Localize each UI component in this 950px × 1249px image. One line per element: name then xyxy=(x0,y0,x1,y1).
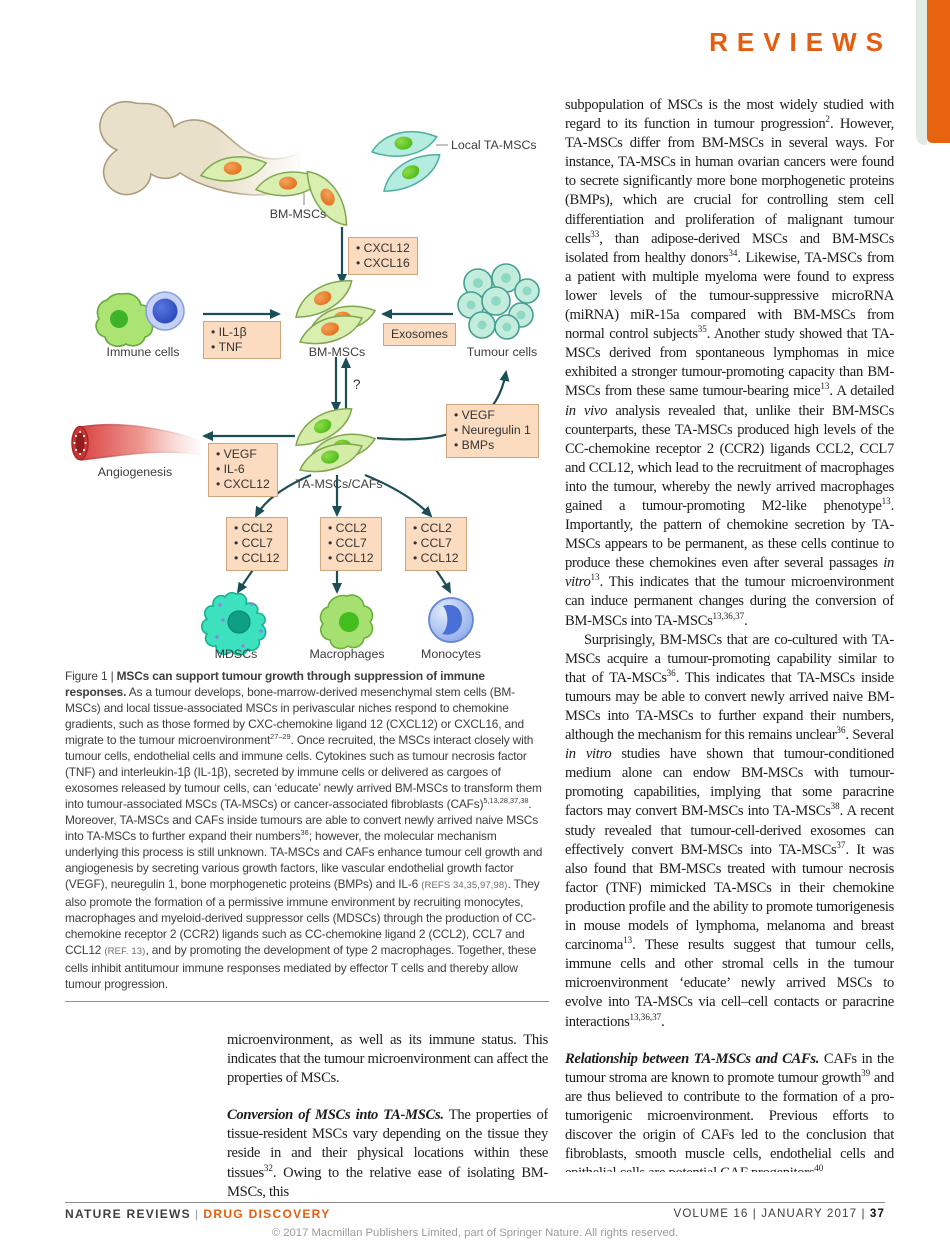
box-ccl-right: • CCL2 • CCL7 • CCL12 xyxy=(405,517,467,571)
footer-journal: NATURE REVIEWS|DRUG DISCOVERY xyxy=(65,1207,331,1221)
footer-pipe: | xyxy=(194,1207,200,1221)
bm-msc-cluster xyxy=(289,277,377,345)
box-ccl-left: • CCL2 • CCL7 • CCL12 xyxy=(226,517,288,571)
label-angiogenesis: Angiogenesis xyxy=(97,465,173,479)
footer-page-number: 37 xyxy=(869,1207,885,1220)
label-ta-mscs-cafs: TA-MSCs/CAFs xyxy=(295,477,383,491)
mint-strip xyxy=(916,0,927,145)
paragraph-conversion-heading: Conversion of MSCs into TA-MSCs. The pro… xyxy=(227,1107,548,1200)
immune-cells-graphic xyxy=(95,291,185,347)
corner-accent-bar xyxy=(916,0,950,145)
label-mdscs: MDSCs xyxy=(214,647,258,661)
mdsc-cell-graphic xyxy=(200,591,267,656)
footer-volume-info: VOLUME 16 | JANUARY 2017 | xyxy=(673,1207,870,1220)
label-question-mark: ? xyxy=(353,377,361,392)
label-monocytes: Monocytes xyxy=(421,647,481,661)
tumour-cells-graphic xyxy=(457,263,540,340)
label-bm-mscs-center: BM-MSCs xyxy=(308,345,366,359)
box-il1b-tnf: • IL-1β • TNF xyxy=(203,321,281,360)
paragraph: Surprisingly, BM-MSCs that are co-cultur… xyxy=(565,631,894,1030)
paragraph-relationship-heading: Relationship between TA-MSCs and CAFs. C… xyxy=(565,1050,894,1172)
diagram-graphics xyxy=(71,101,540,656)
label-tumour-cells: Tumour cells xyxy=(466,345,538,359)
label-immune-cells: Immune cells xyxy=(106,345,180,359)
monocyte-cell-graphic xyxy=(428,597,474,643)
paragraph: subpopulation of MSCs is the most widely… xyxy=(565,97,894,629)
right-text-column: subpopulation of MSCs is the most widely… xyxy=(565,96,894,1172)
macrophage-cell-graphic xyxy=(319,594,374,650)
figure-1-diagram: Local TA-MSCs BM-MSCs Immune cells BM-MS… xyxy=(65,95,547,667)
footer-section-name: DRUG DISCOVERY xyxy=(203,1207,331,1221)
running-head-reviews: REVIEWS xyxy=(709,27,892,57)
footer-rule xyxy=(65,1202,885,1203)
ta-msc-caf-cluster xyxy=(289,405,377,473)
box-vegf-neuregulin-bmps: • VEGF • Neuregulin 1 • BMPs xyxy=(446,404,539,458)
label-bm-mscs-bone: BM-MSCs xyxy=(269,207,327,221)
footer-journal-name: NATURE REVIEWS xyxy=(65,1207,191,1221)
label-macrophages: Macrophages xyxy=(309,647,385,661)
figure-1-caption: Figure 1 | MSCs can support tumour growt… xyxy=(65,668,549,1002)
box-vegf-il6-cxcl12: • VEGF • IL-6 • CXCL12 xyxy=(208,443,278,497)
left-text-column: microenvironment, as well as its immune … xyxy=(227,1031,548,1203)
box-cxcl12-cxcl16: • CXCL12 • CXCL16 xyxy=(348,237,418,276)
orange-strip xyxy=(927,0,950,143)
diagram-arrows xyxy=(202,227,510,594)
local-ta-msc-cells xyxy=(370,125,446,194)
footer-volume: VOLUME 16 | JANUARY 2017 | 37 xyxy=(673,1207,885,1220)
paragraph: microenvironment, as well as its immune … xyxy=(227,1032,548,1087)
label-local-ta-mscs: Local TA-MSCs xyxy=(451,138,537,152)
blood-vessel-graphic xyxy=(71,423,202,461)
box-exosomes: Exosomes xyxy=(383,323,456,347)
footer-copyright: © 2017 Macmillan Publishers Limited, par… xyxy=(271,1227,679,1239)
box-ccl-middle: • CCL2 • CCL7 • CCL12 xyxy=(320,517,382,571)
